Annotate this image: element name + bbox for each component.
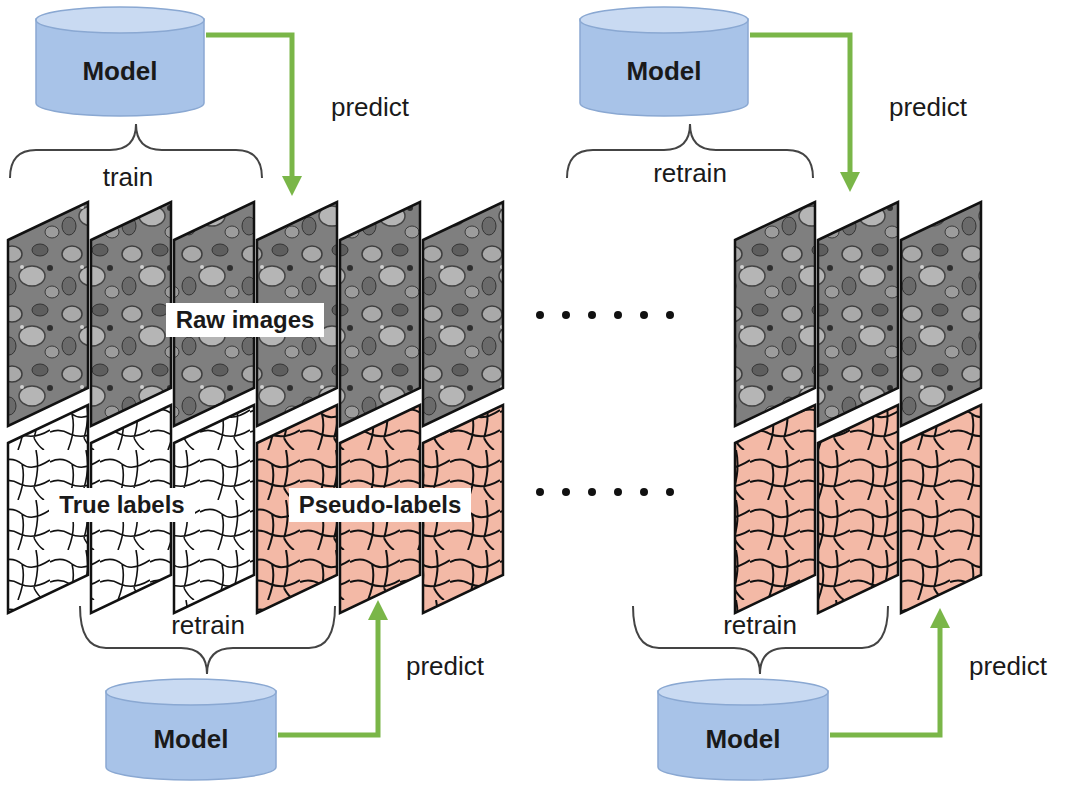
step-label: retrain (171, 610, 245, 641)
image-slice (91, 202, 171, 426)
step-label: predict (406, 651, 484, 682)
image-slice (901, 202, 981, 426)
step-label: train (103, 162, 154, 193)
image-slice (735, 202, 815, 426)
image-slice (901, 405, 981, 613)
node-label: Model (34, 6, 206, 87)
row-label: Raw images (166, 303, 325, 338)
step-label: predict (889, 92, 967, 123)
model-cylinder: Model (656, 678, 830, 782)
image-slice (818, 405, 898, 613)
node-label: Model (578, 6, 750, 87)
model-cylinder: Model (578, 6, 750, 118)
model-cylinder: Model (104, 678, 278, 782)
row-label: Pseudo-labels (289, 488, 472, 523)
step-label: retrain (653, 158, 727, 189)
image-slice (340, 202, 420, 426)
row-label: True labels (49, 488, 194, 523)
image-slice (423, 202, 503, 426)
image-slice (8, 202, 88, 426)
node-label: Model (104, 678, 278, 755)
image-slice (818, 202, 898, 426)
step-label: predict (969, 651, 1047, 682)
node-label: Model (656, 678, 830, 755)
model-cylinder: Model (34, 6, 206, 118)
image-slice (735, 405, 815, 613)
step-label: predict (331, 92, 409, 123)
step-label: retrain (723, 610, 797, 641)
